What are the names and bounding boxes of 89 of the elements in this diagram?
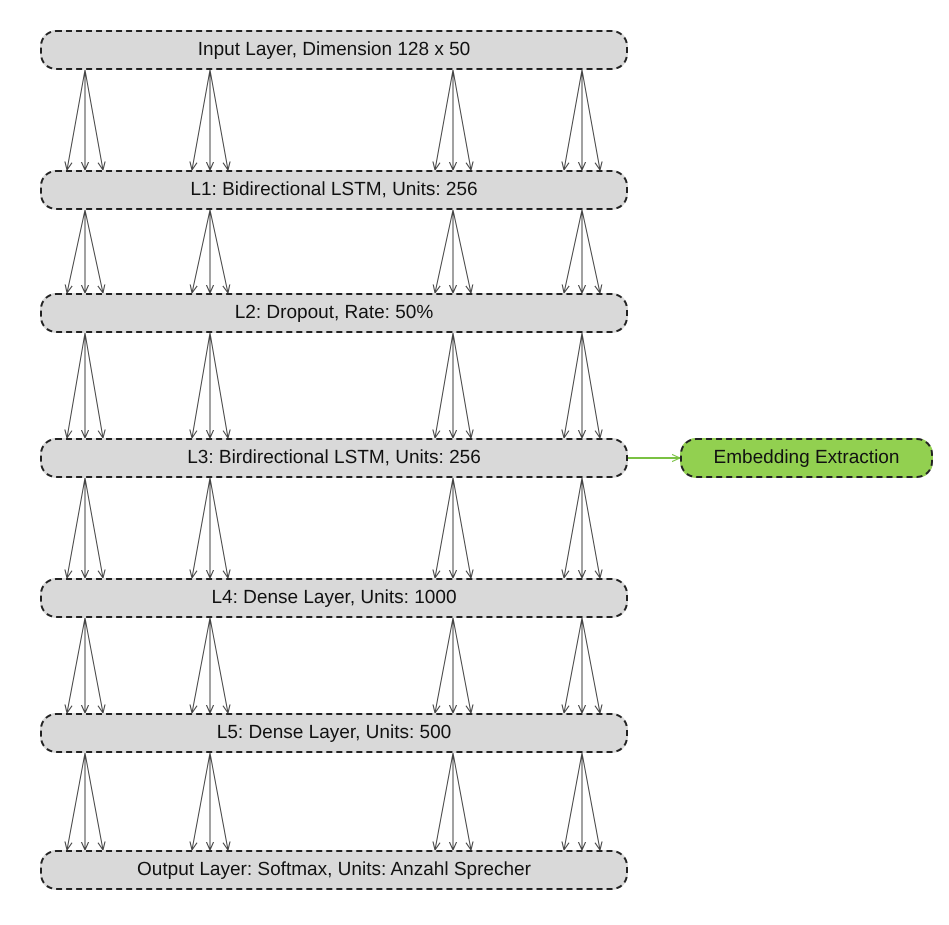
arrow (80, 70, 90, 171)
arrow (578, 210, 586, 294)
node-label: L5: Dense Layer, Units: 500 (216, 722, 452, 744)
arrow (64, 752, 86, 851)
layer-box (40, 30, 628, 70)
layer-box (40, 578, 628, 618)
arrow (206, 210, 214, 294)
arrow (578, 478, 586, 579)
arrow (561, 332, 582, 439)
arrow (190, 210, 210, 294)
arrow (452, 478, 474, 579)
arrow (64, 618, 86, 714)
arrow (452, 618, 474, 714)
node-label: L3: Birdirectional LSTM, Units: 256 (187, 447, 481, 469)
arrow (189, 618, 210, 714)
arrow (210, 478, 231, 579)
arrow (582, 618, 603, 714)
arrow (448, 618, 458, 714)
arrow (561, 70, 582, 171)
arrow (432, 752, 454, 851)
arrow (448, 478, 458, 579)
node-label: L2: Dropout, Rate: 50% (234, 302, 434, 324)
arrow (80, 332, 90, 439)
arrow (561, 752, 582, 851)
arrow (84, 752, 106, 851)
arrow (206, 478, 214, 579)
arrow (80, 752, 90, 851)
arrow (210, 210, 230, 294)
node-label: Output Layer: Softmax, Units: Anzahl Sprecher (137, 859, 531, 881)
arrow (561, 618, 582, 714)
node-label: L1: Bidirectional LSTM, Units: 256 (190, 179, 478, 201)
arrow (64, 210, 86, 294)
arrow (84, 618, 106, 714)
arrow (189, 752, 210, 851)
arrow (578, 752, 586, 851)
arrow (452, 70, 474, 171)
arrow (432, 70, 454, 171)
arrow (582, 478, 603, 579)
arrow (582, 70, 603, 171)
arrow (210, 70, 231, 171)
arrow (628, 454, 681, 462)
arrow (64, 478, 86, 579)
arrow (578, 618, 586, 714)
arrow (84, 70, 106, 171)
arrow (80, 210, 90, 294)
arrow (582, 210, 602, 294)
arrow (189, 332, 210, 439)
arrow (432, 210, 454, 294)
layer-box (40, 170, 628, 210)
arrow (452, 332, 474, 439)
arrow (448, 332, 458, 439)
arrow (189, 478, 210, 579)
arrow (84, 478, 106, 579)
arrow (206, 332, 214, 439)
arrow (64, 332, 86, 439)
layer-box (40, 713, 628, 753)
arrow (448, 70, 458, 171)
arrow (448, 210, 458, 294)
layer-box (40, 438, 628, 478)
arrow (210, 618, 231, 714)
arrow (84, 332, 106, 439)
arrow (210, 332, 231, 439)
arrow (80, 478, 90, 579)
arrow (210, 752, 231, 851)
arrow (448, 752, 458, 851)
arrow (578, 70, 586, 171)
arrow (432, 478, 454, 579)
arrow (206, 618, 214, 714)
node-label: L4: Dense Layer, Units: 1000 (211, 587, 457, 609)
arrow (562, 210, 582, 294)
arrow (452, 752, 474, 851)
node-label: Embedding Extraction (714, 447, 900, 469)
arrow (582, 752, 603, 851)
arrow (582, 332, 603, 439)
arrow (189, 70, 210, 171)
arrow (432, 618, 454, 714)
arrow (452, 210, 474, 294)
process-box (680, 438, 933, 478)
arrow (578, 332, 586, 439)
layer-box (40, 850, 628, 890)
arrow (206, 752, 214, 851)
arrow (84, 210, 106, 294)
arrow (64, 70, 86, 171)
arrow (206, 70, 214, 171)
arrow (432, 332, 454, 439)
node-label: Input Layer, Dimension 128 x 50 (198, 39, 470, 61)
arrow (561, 478, 582, 579)
layer-box (40, 293, 628, 333)
arrow (80, 618, 90, 714)
